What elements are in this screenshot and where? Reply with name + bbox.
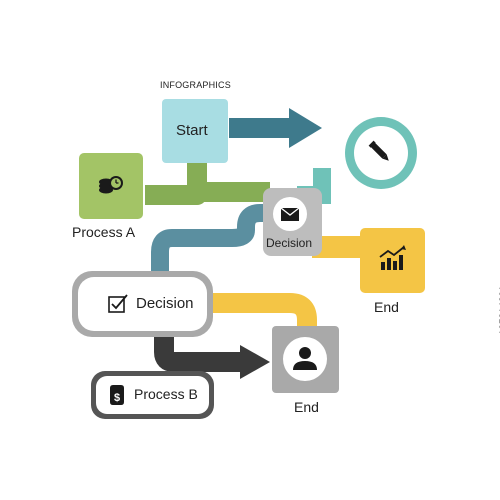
end-chart-label: End xyxy=(374,299,399,315)
person-icon xyxy=(293,347,317,370)
dollar-bag-icon: $ xyxy=(110,385,124,405)
end-person-label: End xyxy=(294,399,319,415)
start-node xyxy=(162,99,228,163)
end-person-node xyxy=(272,326,339,393)
coins-clock-icon xyxy=(99,176,123,194)
start-label: Start xyxy=(176,122,208,139)
tool-circle-node xyxy=(345,117,417,189)
dark-arrow-connector xyxy=(154,333,270,379)
process-b-label: Process B xyxy=(134,386,198,402)
bar-chart-icon xyxy=(379,245,406,270)
process-b-node: $ xyxy=(91,371,214,419)
envelope-icon xyxy=(280,207,300,221)
decision-main-label: Decision xyxy=(136,295,194,312)
start-arrow-connector xyxy=(229,108,322,148)
decision-main-node xyxy=(72,271,213,337)
decision-top-label: Decision xyxy=(266,236,313,250)
checklist-icon xyxy=(108,294,128,313)
end-chart-node xyxy=(360,228,425,293)
decision-top-node xyxy=(263,188,322,256)
yellow-connector-bottom xyxy=(208,293,317,330)
infographic-title: INFOGRAPHICS xyxy=(160,80,231,90)
green-connector xyxy=(145,162,270,205)
svg-text:$: $ xyxy=(114,392,120,404)
bluegray-connector xyxy=(151,204,270,275)
process-a-label: Process A xyxy=(72,224,136,240)
process-a-node xyxy=(79,153,143,219)
yellow-connector-top xyxy=(312,236,364,258)
